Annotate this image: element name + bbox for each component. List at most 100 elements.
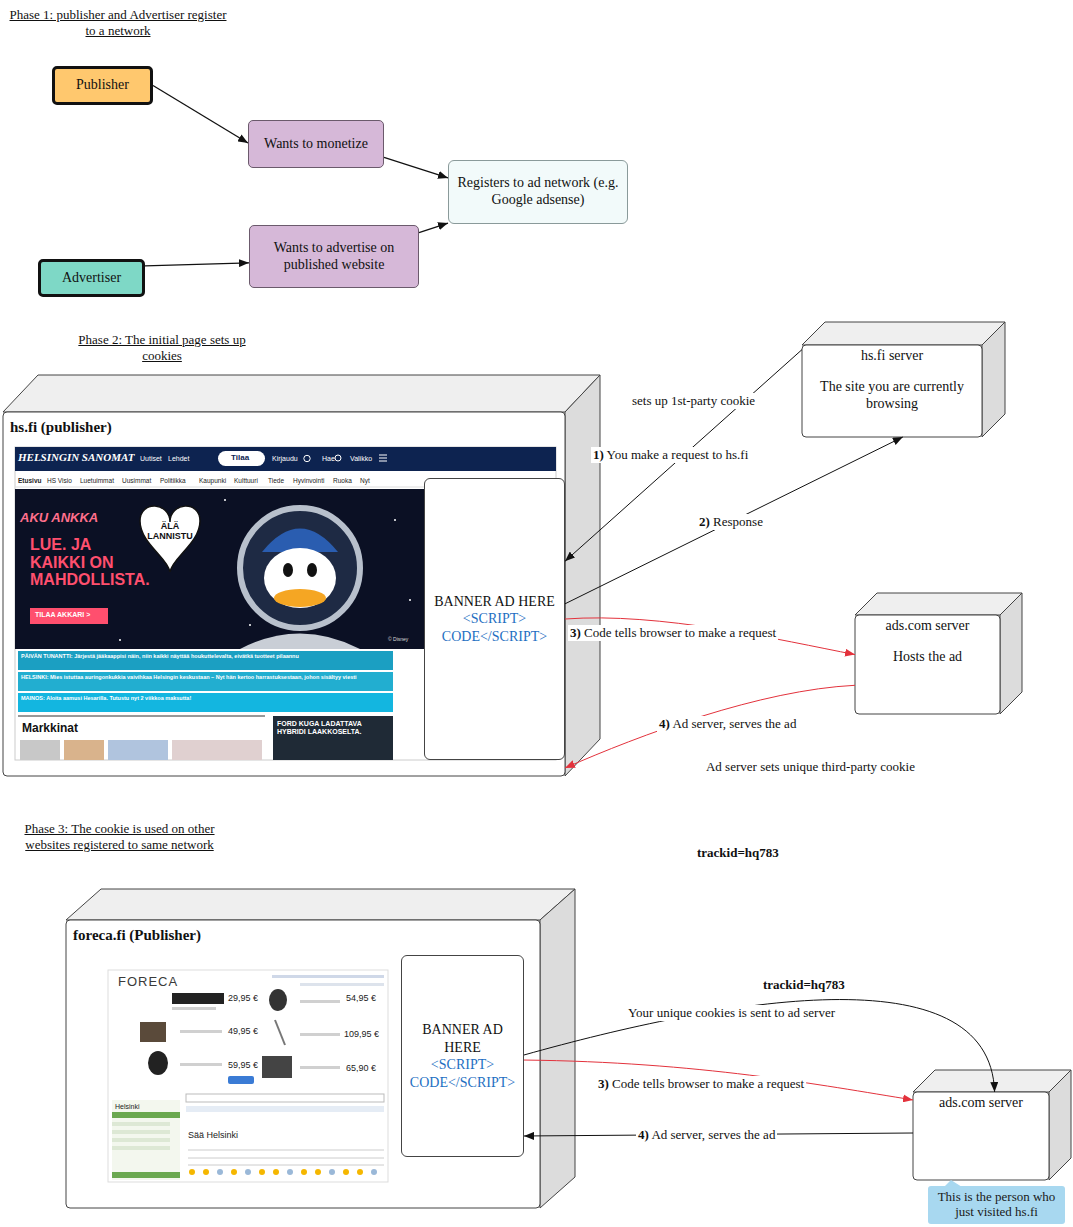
screenshot-text: Kirjaudu <box>272 455 298 463</box>
node-text: ads.com server <box>939 1095 1023 1112</box>
foreca-screenshot <box>108 970 388 1182</box>
server-box: ads.com server <box>913 1092 1049 1180</box>
edge-label: 1) You make a request to hs.fi <box>591 447 750 463</box>
foreca-screenshot-shape <box>357 1169 363 1175</box>
hs-screenshot-shape <box>119 639 121 641</box>
foreca-screenshot-shape <box>186 1094 384 1102</box>
foreca-screenshot-shape <box>262 1056 292 1078</box>
screenshot-text: Hyvinvointi <box>293 477 324 485</box>
node-text: BANNER AD HERE <box>434 593 555 611</box>
node-text: ads.com server <box>886 618 970 635</box>
hs-screenshot-shape <box>274 589 326 607</box>
hs-screenshot-shape <box>379 461 387 462</box>
box-top-face <box>66 889 575 920</box>
actor-box: Publisher <box>52 66 153 105</box>
connector <box>145 263 249 266</box>
server-box: hs.fi serverThe site you are currently b… <box>802 345 982 437</box>
box-front-face <box>913 1092 1049 1180</box>
cookie-id: trackid=hq783 <box>697 845 779 861</box>
phase-title: Phase 1: publisher and Advertiser regist… <box>8 7 228 38</box>
screenshot-text: Nyt <box>360 477 370 485</box>
phase-title: Phase 3: The cookie is used on other web… <box>17 821 222 852</box>
box-top-face <box>3 375 600 412</box>
cookie-id: trackid=hq783 <box>761 977 847 993</box>
hs-screenshot-shape <box>18 716 265 717</box>
box-front-face <box>3 412 565 776</box>
foreca-screenshot-shape <box>343 1169 349 1175</box>
node-text: <SCRIPT> CODE</SCRIPT> <box>407 1056 518 1091</box>
screenshot-text: Hae <box>322 455 335 463</box>
hs-screenshot-shape <box>15 447 556 471</box>
screenshot-text: Uusimmat <box>122 477 151 485</box>
screenshot-text: LUE. JA KAIKKI ON MAHDOLLISTA. <box>30 536 148 589</box>
screenshot-text: Markkinat <box>22 721 78 735</box>
foreca-screenshot-shape <box>273 1169 279 1175</box>
connector <box>384 157 448 177</box>
foreca-screenshot-shape <box>188 1150 384 1151</box>
hs-screenshot-shape <box>409 599 411 601</box>
screenshot-text: ÄLÄ LANNISTU <box>144 521 196 542</box>
screenshot-text: TILAA AKKARI > <box>35 611 90 619</box>
screenshot-text: Politiikka <box>160 477 186 485</box>
connector <box>153 86 248 144</box>
box-front-face <box>66 920 540 1208</box>
screenshot-text: Tiede <box>268 477 284 485</box>
hs-screenshot-shape <box>15 489 425 649</box>
foreca-screenshot-shape <box>228 1076 254 1084</box>
screenshot-text: © Disney <box>388 636 408 642</box>
connector <box>565 437 903 604</box>
node-text: This is the person who just visited hs.f… <box>934 1190 1059 1220</box>
box-3d <box>3 375 600 776</box>
foreca-screenshot-shape <box>172 1007 216 1010</box>
foreca-screenshot-shape <box>188 1158 384 1159</box>
box-top-face <box>855 593 1022 615</box>
foreca-screenshot-shape <box>217 1169 223 1175</box>
connector <box>524 1060 913 1100</box>
foreca-screenshot-shape <box>300 983 384 986</box>
screenshot-text: PÄIVÄN TUNANTTI: Järjestä jääkaappisi nä… <box>21 653 391 660</box>
foreca-screenshot-shape <box>186 1106 384 1112</box>
hs-screenshot-shape <box>18 693 393 712</box>
process-box: Wants to advertise on published website <box>249 225 419 288</box>
foreca-screenshot-shape <box>180 1063 222 1066</box>
note-text: sets up 1st-party cookie <box>630 393 757 409</box>
screenshot-text: HS Visio <box>47 477 72 485</box>
foreca-screenshot-shape <box>112 1100 180 1180</box>
step-number: 3) <box>570 625 581 640</box>
node-text: The site you are currently browsing <box>810 379 974 413</box>
box-side-face <box>1000 593 1022 714</box>
process-box: Registers to ad network (e.g. Google ads… <box>448 160 628 224</box>
foreca-screenshot-shape <box>371 1169 377 1175</box>
foreca-screenshot-shape <box>269 989 287 1011</box>
foreca-screenshot-shape <box>140 1022 166 1042</box>
foreca-screenshot-shape <box>180 1030 222 1033</box>
process-box: Wants to monetize <box>248 120 384 168</box>
foreca-screenshot-shape <box>275 1020 285 1045</box>
hs-screenshot-shape <box>18 651 393 670</box>
edge-label: 4) Ad server, serves the ad <box>636 1127 777 1143</box>
hs-screenshot-shape <box>240 508 360 628</box>
foreca-screenshot-shape <box>108 970 388 1182</box>
server-box: ads.com serverHosts the ad <box>855 615 1000 714</box>
foreca-screenshot-shape <box>300 1033 340 1036</box>
publisher-page: foreca.fi (Publisher)BANNER AD HERE<SCRI… <box>66 920 540 1208</box>
connector <box>419 223 448 233</box>
connector <box>565 350 802 562</box>
foreca-screenshot-shape <box>112 1130 170 1134</box>
screenshot-text: Lehdet <box>168 455 189 463</box>
foreca-screenshot-shape <box>148 1051 168 1075</box>
screenshot-text: 54,95 € <box>346 993 376 1004</box>
foreca-screenshot-shape <box>112 1138 170 1142</box>
foreca-screenshot-shape <box>329 1169 335 1175</box>
screenshot-text: FORECA <box>118 974 178 990</box>
node-text: <SCRIPT> CODE</SCRIPT> <box>439 610 550 645</box>
screenshot-text: 109,95 € <box>344 1029 379 1040</box>
hs-screenshot-shape <box>335 455 341 461</box>
actor-box: Advertiser <box>38 259 145 297</box>
hs-screenshot-shape <box>172 740 262 760</box>
hs-screenshot-shape <box>64 740 104 760</box>
step-number: 1) <box>593 447 604 462</box>
screenshot-text: Etusivu <box>18 477 41 485</box>
screenshot-text: HELSINGIN SANOMAT <box>18 451 134 464</box>
